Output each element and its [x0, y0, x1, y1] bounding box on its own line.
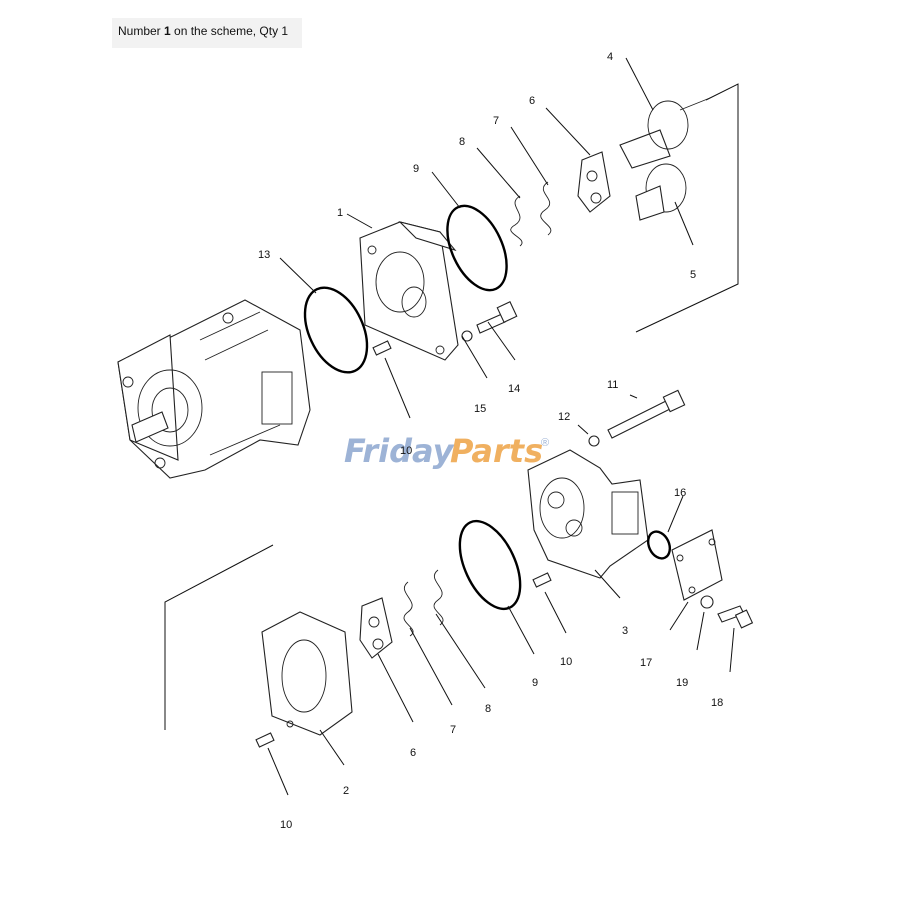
callout-10: 10	[560, 656, 572, 668]
o-ring-9-upper	[446, 204, 508, 292]
callout-11: 11	[607, 379, 618, 391]
callout-17: 17	[640, 657, 652, 669]
plate-6-lower	[359, 597, 393, 659]
o-ring-13	[303, 286, 369, 374]
gear-housing-2	[261, 611, 353, 736]
bolt-18	[717, 605, 754, 629]
scheme-caption: Number 1 on the scheme, Qty 1	[118, 24, 288, 38]
callout-8: 8	[459, 136, 465, 148]
watermark-part1: Friday	[344, 432, 455, 470]
callout-16: 16	[674, 487, 686, 499]
callout-14: 14	[508, 383, 520, 395]
bolt-14	[476, 301, 518, 334]
callout-9: 9	[413, 163, 419, 175]
o-ring-16	[646, 530, 672, 560]
cover-plate-17	[671, 529, 723, 601]
seal-7-lower	[403, 581, 414, 637]
driven-gear-5	[635, 163, 687, 221]
friday-parts-watermark: Friday Parts ®	[344, 432, 549, 470]
caption-prefix: Number	[118, 24, 165, 38]
callout-10: 10	[280, 819, 292, 831]
callout-5: 5	[690, 269, 696, 281]
callout-7: 7	[493, 115, 499, 127]
caption-part-number: 1	[164, 24, 171, 38]
callout-9: 9	[532, 677, 538, 689]
seal-8-lower	[433, 569, 444, 626]
callout-15: 15	[474, 403, 486, 415]
dowel-pin-10-middle	[532, 572, 552, 588]
o-ring-9-lower	[458, 519, 522, 611]
leader-lines	[267, 57, 735, 796]
washer-19	[700, 595, 714, 609]
caption-suffix: on the scheme, Qty 1	[170, 24, 289, 38]
callout-2: 2	[343, 785, 349, 797]
callout-13: 13	[258, 249, 270, 261]
callout-19: 19	[676, 677, 688, 689]
callout-12: 12	[558, 411, 570, 423]
callout-7: 7	[450, 724, 456, 736]
caption-box: Number 1 on the scheme, Qty 1	[112, 18, 302, 48]
callout-3: 3	[622, 625, 628, 637]
watermark-registered-mark: ®	[541, 437, 549, 449]
watermark-part2: Parts	[450, 432, 543, 470]
assembly-frame-lines	[164, 83, 739, 730]
washer-15	[461, 330, 473, 342]
washer-12	[588, 435, 600, 447]
drive-gear-4	[619, 97, 711, 169]
callout-18: 18	[711, 697, 723, 709]
callout-6: 6	[529, 95, 535, 107]
callout-8: 8	[485, 703, 491, 715]
seal-8-upper	[510, 195, 523, 247]
front-cover-1	[359, 220, 459, 361]
dowel-pin-10-lower	[255, 732, 275, 748]
assembled-gear-pump	[117, 299, 311, 479]
rear-cover-3	[527, 449, 649, 579]
dowel-pin-10-upper	[372, 340, 392, 356]
callout-4: 4	[607, 51, 613, 63]
through-bolt-11	[607, 389, 686, 439]
plate-6-upper	[577, 151, 611, 213]
callout-6: 6	[410, 747, 416, 759]
seal-7-upper	[540, 181, 552, 236]
callout-10: 10	[400, 445, 412, 457]
callout-labels: 4 6 7 8 9 1 13 5 14 15 10 11 12 16 3 17 …	[258, 51, 723, 831]
callout-1: 1	[337, 207, 343, 219]
